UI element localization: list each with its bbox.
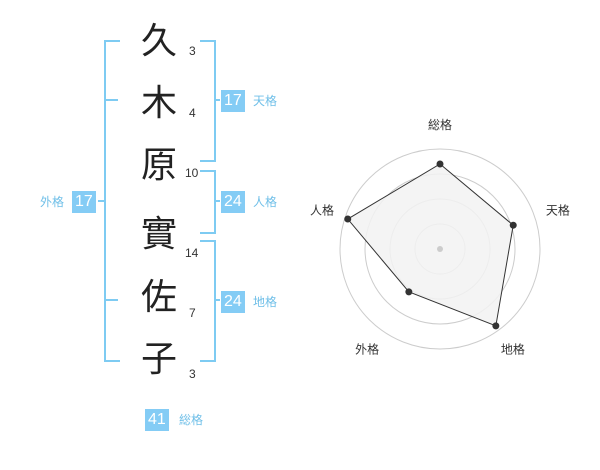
radar-point [509, 221, 517, 229]
radar-axis-label: 人格 [310, 203, 334, 218]
radar-value-polygon [346, 163, 514, 327]
tenkaku-value-badge: 17 [221, 90, 245, 112]
radar-point [492, 322, 500, 330]
tenkaku-bracket [200, 40, 216, 162]
gaikaku-bracket [104, 40, 120, 362]
soukaku-label: 総格 [179, 413, 204, 427]
name-char-2: 木 [140, 83, 177, 124]
chikaku-value-badge: 24 [221, 291, 245, 313]
radar-points [344, 160, 517, 330]
radar-axis-label: 地格 [501, 341, 525, 356]
name-char-5: 佐 [140, 277, 177, 318]
stroke-count-5: 7 [189, 306, 196, 320]
radar-point [436, 160, 444, 168]
stroke-count-4: 14 [185, 246, 199, 260]
stroke-count-1: 3 [189, 44, 196, 58]
tenkaku-connector [214, 99, 220, 101]
chikaku-label: 地格 [253, 295, 278, 309]
name-char-1: 久 [140, 21, 177, 62]
tenkaku-label: 天格 [253, 94, 278, 108]
radar-axis-label: 天格 [546, 203, 570, 218]
radar-point [344, 215, 352, 223]
radar-point [405, 288, 413, 296]
gaikaku-value-badge: 17 [72, 191, 96, 213]
radar-center-dot [437, 246, 443, 252]
name-char-3: 原 [140, 145, 177, 186]
gaikaku-connector [98, 200, 104, 202]
stroke-count-3: 10 [185, 166, 199, 180]
soukaku-value-badge: 41 [145, 409, 169, 431]
name-char-6: 子 [140, 339, 177, 380]
jinkaku-bracket [200, 170, 216, 234]
gaikaku-label: 外格 [40, 195, 65, 209]
radar-ring [339, 148, 541, 350]
gaikaku-bracket-tick [106, 299, 118, 301]
jinkaku-connector [214, 200, 220, 202]
gaikaku-bracket-tick [106, 99, 118, 101]
jinkaku-label: 人格 [253, 195, 278, 209]
jinkaku-value-badge: 24 [221, 191, 245, 213]
stroke-count-2: 4 [189, 106, 196, 120]
radar-axis-label: 総格 [428, 117, 452, 132]
chikaku-bracket [200, 240, 216, 362]
stroke-count-6: 3 [189, 367, 196, 381]
radar-axis-label: 外格 [355, 341, 379, 356]
chikaku-connector [214, 299, 220, 301]
name-char-4: 實 [140, 214, 177, 255]
